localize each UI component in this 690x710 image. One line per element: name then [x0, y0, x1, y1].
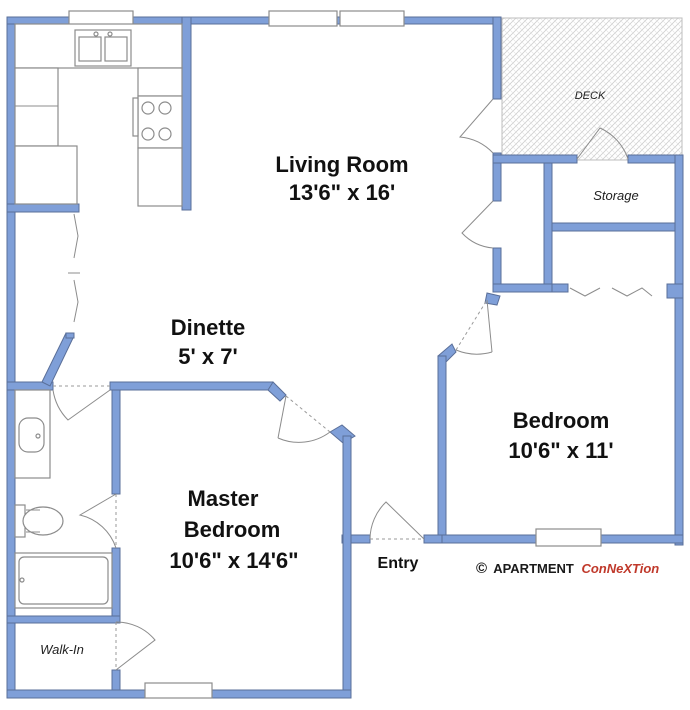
living-room-size: 13'6" x 16' — [289, 180, 396, 205]
bedroom-name: Bedroom — [513, 408, 610, 433]
labels: Living Room 13'6" x 16' Dinette 5' x 7' … — [40, 90, 639, 657]
entry-label: Entry — [378, 555, 419, 572]
dinette-name: Dinette — [171, 315, 246, 340]
doors — [52, 98, 653, 671]
master-bedroom-size: 10'6" x 14'6" — [169, 548, 298, 573]
brand-name-part1: APARTMENT — [493, 561, 574, 576]
bedroom-size: 10'6" x 11' — [508, 438, 613, 463]
deck-label: DECK — [575, 90, 606, 102]
kitchen — [14, 23, 183, 207]
walls — [6, 16, 684, 699]
brand-name-part2: ConNeXTion — [581, 561, 659, 576]
master-bedroom-name-line1: Master — [188, 486, 259, 511]
copyright-symbol: © — [476, 560, 487, 577]
master-bedroom-name-line2: Bedroom — [184, 517, 281, 542]
bathroom — [14, 389, 113, 609]
svg-text:© APARTMENT ConNeX: © APARTMENT ConNeXTion — [476, 560, 659, 577]
storage-label: Storage — [593, 188, 639, 203]
windows — [68, 10, 602, 699]
living-room-name: Living Room — [275, 152, 408, 177]
deck-area — [501, 17, 683, 161]
dinette-size: 5' x 7' — [178, 344, 237, 369]
walk-in-label: Walk-In — [40, 642, 84, 657]
brand-mark: © APARTMENT ConNeXTion — [476, 560, 659, 577]
